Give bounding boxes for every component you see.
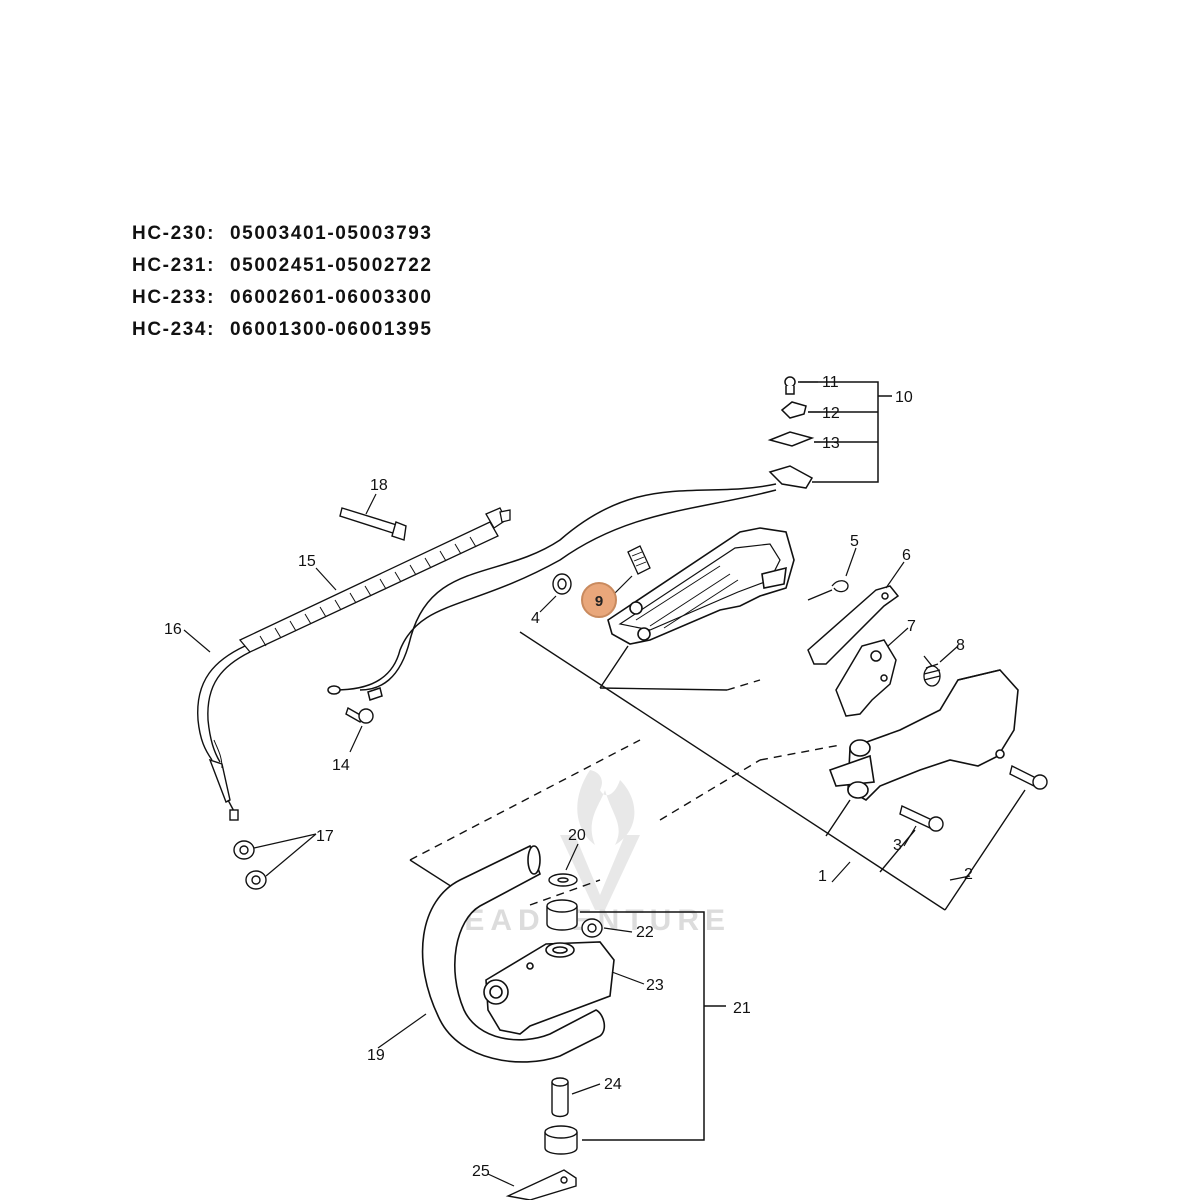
serial-row-hc231: HC-231: 05002451-05002722 bbox=[132, 254, 433, 286]
callout-10[interactable]: 10 bbox=[895, 389, 913, 406]
serial-model: HC-231: bbox=[132, 255, 215, 276]
callout-21[interactable]: 21 bbox=[733, 1000, 751, 1017]
callout-15[interactable]: 15 bbox=[298, 553, 316, 570]
callout-19[interactable]: 19 bbox=[367, 1047, 385, 1064]
callout-25[interactable]: 25 bbox=[472, 1163, 490, 1180]
callout-14[interactable]: 14 bbox=[332, 757, 350, 774]
bottom-bushing bbox=[544, 1125, 578, 1155]
part-18-cable-tie bbox=[339, 507, 407, 541]
callout-5[interactable]: 5 bbox=[850, 533, 859, 550]
callout-4[interactable]: 4 bbox=[531, 610, 540, 627]
callout-6[interactable]: 6 bbox=[902, 547, 911, 564]
part-24-spacer bbox=[551, 1077, 569, 1118]
part-23-clamp bbox=[483, 941, 615, 1035]
callout-23[interactable]: 23 bbox=[646, 977, 664, 994]
part-19-loop-handle bbox=[421, 844, 606, 1063]
part-15-spring-sleeve bbox=[238, 507, 511, 653]
serial-model: HC-233: bbox=[132, 287, 215, 308]
part-8-spring bbox=[923, 655, 941, 687]
part-6-throttle-trigger bbox=[807, 585, 900, 665]
callout-24[interactable]: 24 bbox=[604, 1076, 622, 1093]
watermark: LEADVENTURE bbox=[440, 770, 725, 937]
callout-2[interactable]: 2 bbox=[964, 866, 973, 883]
part-7-lockout-lever bbox=[835, 639, 897, 717]
part-25-plate bbox=[505, 1169, 577, 1200]
callout-17[interactable]: 17 bbox=[316, 828, 334, 845]
assembly-guide-lines bbox=[409, 631, 1026, 911]
part-21-bushing bbox=[546, 899, 578, 931]
callout-22[interactable]: 22 bbox=[636, 924, 654, 941]
highlight-marker[interactable]: 9 bbox=[581, 582, 617, 618]
part-14-screw bbox=[345, 706, 374, 724]
part-17-nuts bbox=[233, 840, 267, 890]
callout-11[interactable]: 11 bbox=[822, 374, 839, 391]
part-2-handle-half bbox=[828, 669, 1019, 801]
part-16-cable bbox=[197, 645, 251, 821]
highlighted-part-label: 9 bbox=[595, 593, 603, 610]
part-22-nut bbox=[581, 918, 603, 938]
serial-range: 05003401-05003793 bbox=[230, 223, 433, 244]
callout-8[interactable]: 8 bbox=[956, 637, 965, 654]
serial-row-hc233: HC-233: 06002601-06003300 bbox=[132, 286, 433, 318]
handle-screw bbox=[1009, 764, 1048, 790]
throttle-cable bbox=[327, 483, 777, 701]
callout-leaders bbox=[183, 381, 971, 1187]
part-20-washer bbox=[548, 873, 578, 887]
callout-20[interactable]: 20 bbox=[568, 827, 586, 844]
callout-numbers: 1 2 3 4 5 6 7 8 10 11 12 13 14 15 16 17 … bbox=[164, 374, 973, 1180]
callout-7[interactable]: 7 bbox=[907, 618, 916, 635]
part-9-spring bbox=[627, 545, 651, 575]
serial-range: 05002451-05002722 bbox=[230, 255, 433, 276]
callout-12[interactable]: 12 bbox=[822, 405, 840, 422]
callout-3[interactable]: 3 bbox=[893, 837, 902, 854]
serial-range: 06001300-06001395 bbox=[230, 319, 433, 340]
part-5-spring bbox=[807, 580, 849, 601]
serial-model: HC-234: bbox=[132, 319, 215, 340]
callout-13[interactable]: 13 bbox=[822, 435, 840, 452]
highlight-circle[interactable] bbox=[581, 582, 617, 618]
part-21-bracket bbox=[580, 911, 726, 1141]
part-3-screw bbox=[899, 805, 944, 832]
part-4-nut bbox=[552, 573, 572, 595]
callout-1[interactable]: 1 bbox=[818, 868, 827, 885]
handle-housing bbox=[607, 527, 795, 645]
part-10-assembly bbox=[767, 376, 892, 489]
serial-range-list: HC-230: 05003401-05003793 HC-231: 05002451… bbox=[132, 222, 433, 350]
serial-row-hc234: HC-234: 06001300-06001395 bbox=[132, 318, 433, 350]
callout-16[interactable]: 16 bbox=[164, 621, 182, 638]
serial-range: 06002601-06003300 bbox=[230, 287, 433, 308]
serial-row-hc230: HC-230: 05003401-05003793 bbox=[132, 222, 433, 254]
callout-18[interactable]: 18 bbox=[370, 477, 388, 494]
serial-model: HC-230: bbox=[132, 223, 215, 244]
